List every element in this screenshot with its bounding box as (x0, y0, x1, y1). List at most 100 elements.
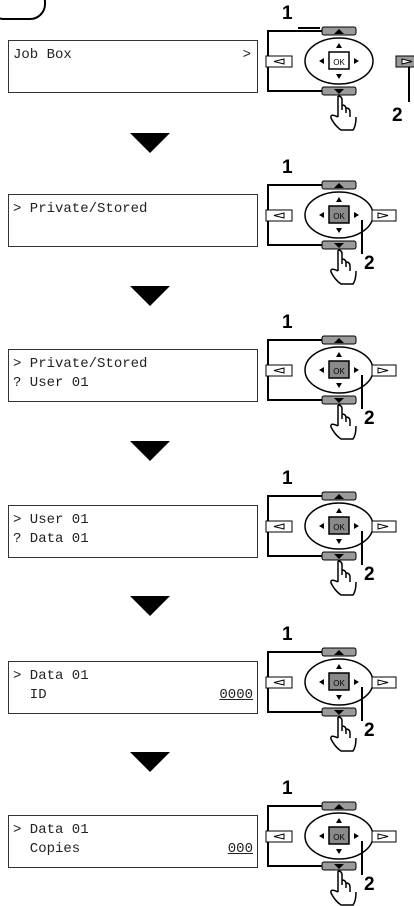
lcd-id-value: 0000 (219, 687, 253, 703)
callout-1: 1 (282, 468, 293, 489)
lcd-line-2: Copies (13, 841, 81, 857)
operation-panel-step-3: 1 2 OK (258, 313, 414, 440)
lcd-line-1: Job Box (13, 47, 72, 63)
language-badge: EN (0, 0, 46, 20)
ok-key-label: OK (333, 367, 345, 376)
up-arrow-icon (334, 650, 344, 655)
cursor-right-icon (354, 523, 359, 529)
cursor-down-icon (336, 539, 342, 544)
lcd-display-step-2: > Private/Stored (8, 194, 258, 247)
cursor-down-icon (336, 695, 342, 700)
cursor-left-icon (319, 58, 324, 64)
lcd-line-1: > Private/Stored (13, 356, 148, 372)
ok-key-label: OK (333, 58, 345, 67)
callout-1: 1 (282, 3, 293, 24)
lcd-copies-value: 000 (227, 841, 253, 857)
lcd-display-step-5: > Data 01 ID 0000 (8, 661, 258, 714)
lcd-line-1: > User 01 (13, 512, 89, 528)
cursor-down-icon (336, 228, 342, 233)
cursor-left-icon (319, 833, 324, 839)
cursor-right-icon (354, 833, 359, 839)
ok-key-label: OK (333, 523, 345, 532)
operation-panel-step-4: 1 2 OK (258, 468, 414, 596)
operation-panel-step-5: 1 2 OK (258, 624, 414, 752)
cursor-right-icon (354, 367, 359, 373)
step-arrow-1 (130, 133, 170, 153)
ok-key[interactable] (328, 516, 350, 535)
hand-pointer-icon (330, 560, 357, 596)
left-key-icon (273, 679, 285, 686)
step-arrow-2 (130, 286, 170, 306)
cursor-right-icon (354, 212, 359, 218)
lcd-line-1: > Data 01 (13, 822, 89, 838)
ok-key-label: OK (333, 833, 345, 842)
left-key-icon (273, 212, 285, 219)
right-key-icon (377, 212, 389, 219)
cursor-up-icon (336, 664, 342, 669)
down-arrow-icon (334, 864, 344, 869)
cursor-up-icon (336, 818, 342, 823)
lcd-display-step-1: Job Box > (8, 40, 258, 93)
cursor-left-icon (319, 367, 324, 373)
lcd-right-arrow: > (242, 47, 251, 63)
lcd-display-step-6: > Data 01 Copies 000 (8, 815, 258, 868)
operation-panel-step-1: 1 2 OK (258, 3, 414, 131)
lcd-display-step-4: > User 01 ? Data 01 (8, 505, 258, 558)
right-key-icon (377, 523, 389, 530)
ok-key[interactable] (328, 51, 350, 70)
callout-2: 2 (364, 874, 375, 895)
callout-2: 2 (364, 408, 375, 429)
left-key-icon (273, 367, 285, 374)
down-arrow-icon (334, 89, 344, 94)
up-arrow-icon (334, 804, 344, 809)
lcd-line-2: ? Data 01 (13, 531, 89, 547)
hand-pointer-icon (330, 716, 357, 752)
hand-pointer-icon (330, 870, 357, 906)
cursor-right-icon (354, 58, 359, 64)
operation-panel-step-6: 1 2 OK (258, 779, 414, 906)
callout-2: 2 (364, 720, 375, 741)
language-badge-text: EN (0, 0, 13, 2)
step-arrow-4 (130, 596, 170, 616)
callout-2: 2 (364, 564, 375, 585)
cursor-up-icon (336, 43, 342, 48)
ok-key[interactable] (328, 672, 350, 691)
up-arrow-icon (334, 494, 344, 499)
ok-key[interactable] (328, 360, 350, 379)
cursor-up-icon (336, 508, 342, 513)
callout-2: 2 (392, 105, 403, 126)
ok-key[interactable] (328, 205, 350, 224)
callout-1: 1 (282, 624, 293, 645)
step-arrow-3 (130, 441, 170, 461)
up-arrow-icon (334, 338, 344, 343)
down-arrow-icon (334, 243, 344, 248)
up-arrow-icon (334, 183, 344, 188)
right-key-icon (377, 367, 389, 374)
lcd-line-2: ? User 01 (13, 375, 89, 391)
step-arrow-5 (130, 752, 170, 772)
down-arrow-icon (334, 710, 344, 715)
hand-pointer-icon (330, 95, 357, 131)
cursor-down-icon (336, 383, 342, 388)
operation-panel-step-2: 1 2 OK (258, 157, 414, 285)
ok-key[interactable] (328, 826, 350, 845)
cursor-down-icon (336, 849, 342, 854)
hand-pointer-icon (330, 249, 357, 285)
cursor-up-icon (336, 352, 342, 357)
ok-key-label: OK (333, 212, 345, 221)
cursor-left-icon (319, 523, 324, 529)
right-key-icon (377, 679, 389, 686)
lcd-display-step-3: > Private/Stored ? User 01 (8, 349, 258, 402)
right-key-icon (401, 58, 413, 65)
left-key-icon (273, 833, 285, 840)
down-arrow-icon (334, 554, 344, 559)
cursor-left-icon (319, 679, 324, 685)
right-key-icon (377, 833, 389, 840)
cursor-right-icon (354, 679, 359, 685)
left-key-icon (273, 523, 285, 530)
callout-1: 1 (282, 157, 293, 178)
callout-2: 2 (364, 253, 375, 274)
left-key-icon (273, 58, 285, 65)
cursor-down-icon (336, 74, 342, 79)
lcd-line-2: ID (13, 687, 47, 703)
